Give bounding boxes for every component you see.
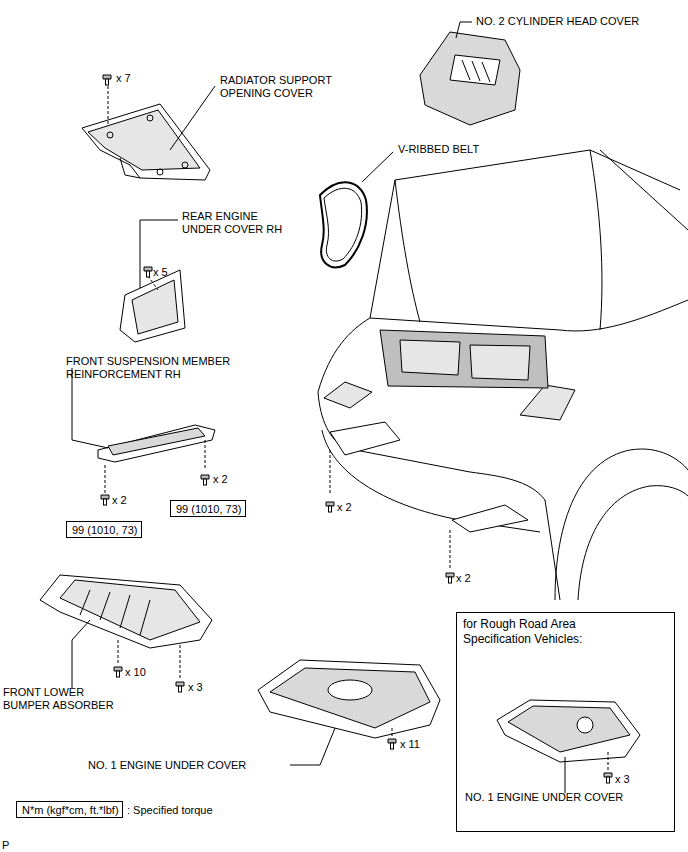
- torque-value: 99 (1010, 73): [176, 503, 240, 516]
- callout-number: x 2: [112, 494, 127, 507]
- callout-number: x 5: [153, 266, 168, 279]
- bolt-symbol: [604, 773, 612, 783]
- part-name: RADIATOR SUPPORT OPENING COVER: [220, 74, 340, 100]
- callout-number: x 2: [213, 473, 228, 486]
- torque-value: 99 (1010, 73): [72, 524, 136, 537]
- torque-box: 99 (1010, 73): [66, 521, 142, 538]
- bolt-symbol: [103, 75, 111, 85]
- part-name: FRONT LOWER BUMPER ABSORBER: [3, 686, 121, 712]
- bolt-symbol: [201, 475, 209, 485]
- part-name: REAR ENGINE UNDER COVER RH: [182, 210, 287, 236]
- part-name: NO. 2 CYLINDER HEAD COVER: [476, 15, 639, 28]
- bolt-symbol: [326, 502, 334, 512]
- torque-box: N*m (kgf*cm, ft.*lbf): [16, 801, 123, 818]
- bolt-symbol: [114, 667, 122, 677]
- frame-heading: for Rough Road Area Specification Vehicl…: [463, 617, 623, 647]
- part-name: FRONT SUSPENSION MEMBER REINFORCEMENT RH: [66, 355, 241, 381]
- torque-value: N*m (kgf*cm, ft.*lbf): [22, 804, 117, 817]
- variant-frame: for Rough Road Area Specification Vehicl…: [456, 612, 675, 832]
- callout-number: x 7: [116, 72, 131, 85]
- bolt-symbol: [388, 739, 396, 749]
- callout-number: x 10: [125, 666, 146, 679]
- part-name: P: [2, 839, 9, 852]
- legend-text: : Specified torque: [127, 804, 213, 817]
- bolt-symbol: [101, 495, 109, 505]
- callout-number: x 3: [188, 681, 203, 694]
- torque-box: 99 (1010, 73): [170, 500, 246, 517]
- part-name: V-RIBBED BELT: [398, 143, 479, 156]
- callout-number: x 2: [337, 501, 352, 514]
- bolt-symbol: [446, 573, 454, 583]
- callout-number: x 2: [456, 572, 471, 585]
- bolt-symbol: [176, 682, 184, 692]
- bolt-symbol: [144, 267, 152, 277]
- part-name: NO. 1 ENGINE UNDER COVER: [88, 759, 246, 772]
- part-name: NO. 1 ENGINE UNDER COVER: [465, 791, 623, 804]
- callout-number: x 3: [615, 773, 630, 786]
- callout-number: x 11: [400, 738, 420, 751]
